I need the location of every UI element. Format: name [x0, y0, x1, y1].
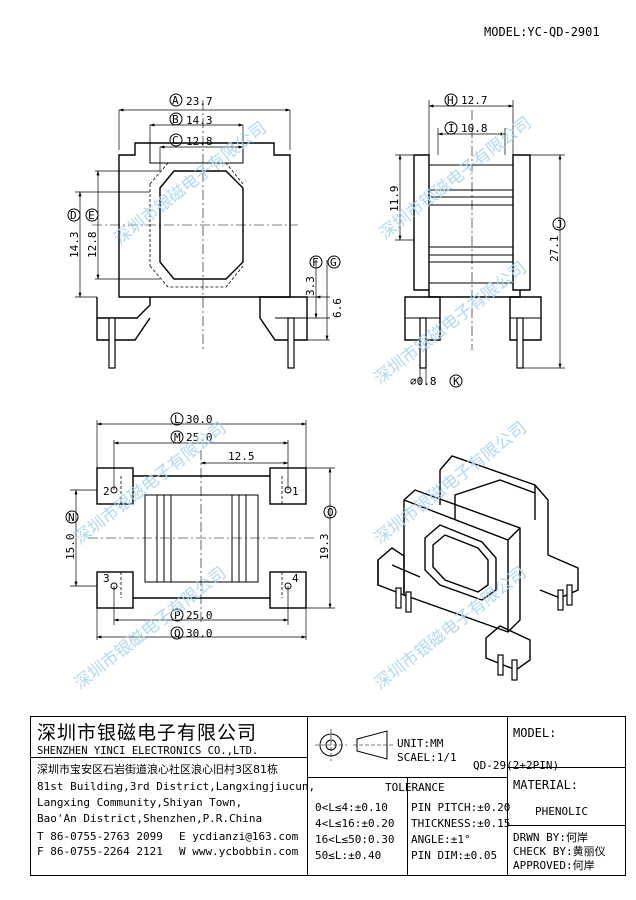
dim-letter-k: K: [453, 375, 460, 388]
dim-letter-j: J: [556, 218, 563, 231]
dim-l: 30.0: [186, 413, 213, 426]
watermark: 深圳市银磁电子有限公司: [371, 258, 531, 389]
material-value: PHENOLIC: [535, 805, 588, 818]
spec-row: PIN DIM:±0.05: [411, 849, 498, 862]
pin-label: 1: [292, 485, 299, 498]
dim-h: 12.7: [461, 94, 488, 107]
company-tel: T 86-0755-2763 2099: [37, 830, 163, 843]
front-view: [92, 100, 308, 369]
tolerance-row: 16<L≤50:0.30: [315, 833, 395, 846]
dim-i: 10.8: [461, 122, 488, 135]
model-title: MODEL:YC-QD-2901: [484, 25, 600, 39]
company-name-en: SHENZHEN YINCI ELECTRONICS CO.,LTD.: [37, 745, 259, 757]
dim-n: 15.0: [64, 534, 77, 561]
dim-letter-i: I: [448, 122, 455, 135]
dim-letter-f: F: [312, 256, 319, 269]
isometric-view: [377, 455, 579, 681]
pin-label: 4: [292, 572, 299, 585]
dim-j: 27.1: [548, 236, 561, 263]
pin-label: 2: [103, 485, 110, 498]
dim-letter-d: D: [70, 209, 77, 222]
address-cn: 深圳市宝安区石岩街道浪心社区浪心旧村3区81栋: [37, 763, 278, 776]
tolerance-row: 4<L≤16:±0.20: [315, 817, 395, 830]
dim-letter-o: O: [327, 506, 334, 519]
dim-e: 12.8: [86, 232, 99, 259]
dim-p: 25.0: [186, 609, 213, 622]
dim-q: 30.0: [186, 627, 213, 640]
dim-c: 12.8: [186, 135, 213, 148]
dim-f: 3.3: [304, 276, 317, 296]
drawn-by: DRWN BY:何岸: [513, 831, 588, 844]
watermark: 深圳市银磁电子有限公司: [71, 418, 231, 549]
dim-letter-p: P: [174, 609, 181, 622]
tolerance-title: TOLERANCE: [385, 781, 445, 794]
bottom-dims: L 30.0 M 25.0 12.5 15.0 N 19.3 O P 25.0 …: [64, 412, 337, 640]
tolerance-row: 50≤L:±0.40: [315, 849, 382, 862]
watermarks: 深圳市银磁电子有限公司 深圳市银磁电子有限公司 深圳市银磁电子有限公司 深圳市银…: [71, 113, 536, 694]
side-view: [404, 110, 542, 369]
dim-letter-h: H: [447, 94, 454, 107]
company-email: E ycdianzi@163.com: [179, 830, 299, 843]
dim-letter-l: L: [174, 413, 181, 426]
dim-d: 14.3: [68, 232, 81, 259]
projection-symbol: [315, 729, 393, 761]
dim-letter-n: N: [68, 511, 75, 524]
company-fax: F 86-0755-2264 2121: [37, 845, 163, 858]
company-name-cn: 深圳市银磁电子有限公司: [37, 722, 258, 744]
dim-letter-q: Q: [174, 627, 181, 640]
dim-letter-c: C: [172, 134, 179, 147]
address-en-line: 81st Building,3rd District,Langxingjiucu…: [37, 780, 316, 793]
checked-by: CHECK BY:黄丽仪: [513, 845, 606, 858]
address-en-line: Langxing Community,Shiyan Town,: [37, 796, 243, 809]
address-en-line: Bao'An District,Shenzhen,P.R.China: [37, 812, 263, 825]
unit-label: UNIT:MM: [397, 737, 444, 750]
dim-letter-a: A: [172, 94, 179, 107]
dim-g: 6.6: [331, 298, 344, 318]
pin-label: 3: [103, 572, 110, 585]
dim-o: 19.3: [318, 534, 331, 561]
model-label: MODEL:: [513, 726, 557, 740]
scale-label: SCAEL:1/1: [397, 751, 457, 764]
company-web: W www.ycbobbin.com: [179, 845, 299, 858]
dim-letter-b: B: [172, 113, 179, 126]
dim-letter-g: G: [330, 256, 337, 269]
dim-k: ⌀0.8: [410, 375, 437, 388]
dim-a: 23.7: [186, 95, 213, 108]
dim-pitch: 12.5: [228, 450, 255, 463]
title-block: 深圳市银磁电子有限公司 SHENZHEN YINCI ELECTRONICS C…: [30, 716, 626, 876]
model-value: QD-29(2+2PIN): [473, 759, 560, 772]
dim-m: 25.0: [186, 431, 213, 444]
tolerance-row: 0<L≤4:±0.10: [315, 801, 388, 814]
approved-by: APPROVED:何岸: [513, 859, 595, 872]
dim-b: 14.3: [186, 114, 213, 127]
dim-letter-e: E: [88, 209, 95, 222]
spec-row: THICKNESS:±0.15: [411, 817, 511, 830]
dim-letter-m: M: [174, 431, 181, 444]
front-dims: A 23.7 B 14.3 C 12.8 14.3 D 12.8 E 3.3 F…: [67, 93, 344, 341]
dim-h1: 11.9: [388, 186, 401, 213]
side-dims: H 12.7 I 10.8 11.9 27.1 J ⌀0.8 K: [388, 93, 566, 388]
material-label: MATERIAL:: [513, 778, 579, 792]
spec-row: PIN PITCH:±0.20: [411, 801, 511, 814]
spec-row: ANGLE:±1°: [411, 833, 471, 846]
